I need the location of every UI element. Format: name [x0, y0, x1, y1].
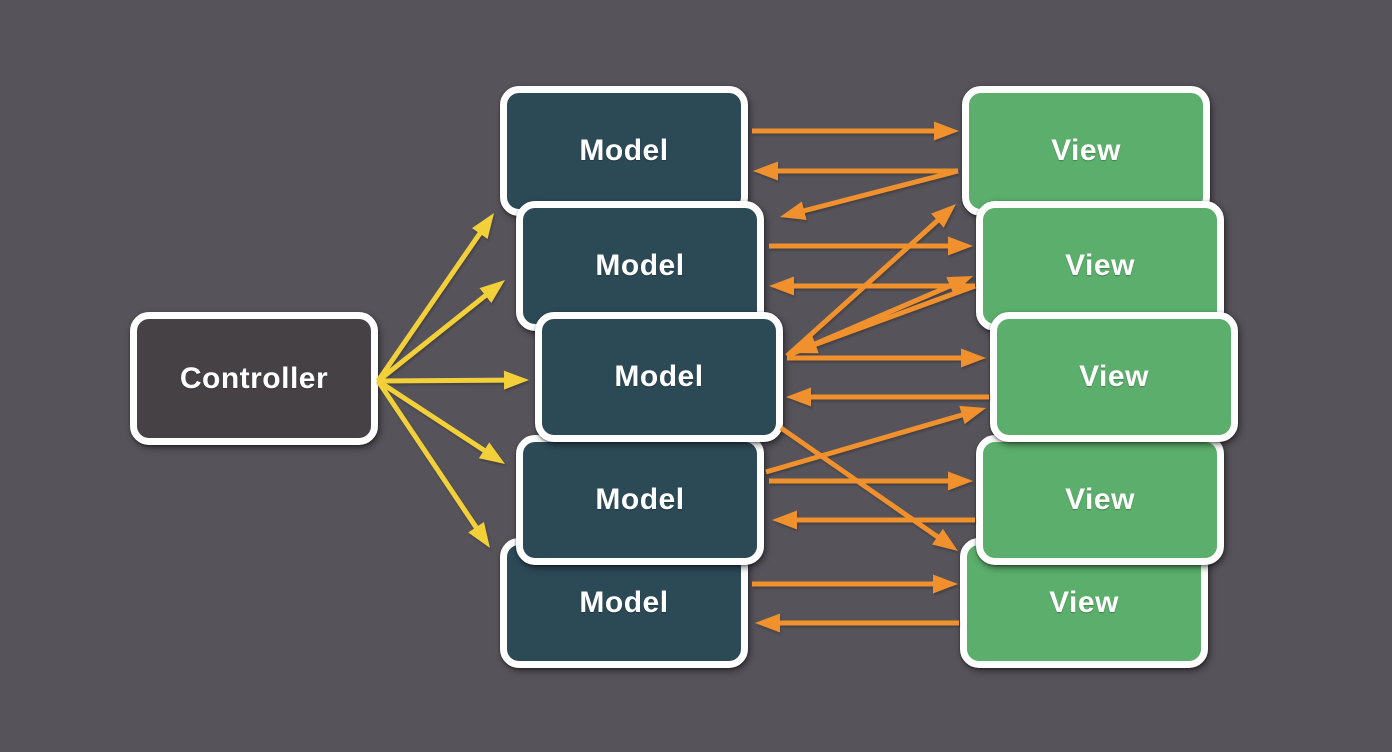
arrow-view-4-to-model-4: [772, 510, 975, 530]
model-5-label: Model: [579, 586, 669, 619]
view-2-box: View: [976, 201, 1224, 331]
arrow-view-1-to-model-2: [780, 168, 959, 220]
view-1-box: View: [962, 86, 1210, 216]
arrow-model-1-to-view-1: [752, 121, 959, 141]
controller-box: Controller: [130, 312, 378, 445]
arrow-view-1-to-model-1: [753, 161, 958, 181]
arrow-model-3-to-view-3: [787, 348, 986, 368]
arrow-model-3-to-view-5: [779, 425, 958, 551]
model-1-label: Model: [579, 134, 669, 167]
arrow-controller-to-model-5: [375, 379, 490, 548]
arrow-model-3-to-view-1: [785, 204, 956, 358]
view-3-box: View: [990, 312, 1238, 442]
controller-label: Controller: [179, 361, 329, 395]
view-2-label: View: [1065, 249, 1135, 282]
arrow-model-5-to-view-5: [752, 574, 958, 594]
arrow-controller-to-model-2: [376, 280, 505, 383]
arrow-model-4-to-view-3: [765, 405, 986, 475]
model-3-box: Model: [535, 312, 783, 442]
arrow-view-5-to-model-5: [755, 613, 959, 633]
arrow-controller-to-model-3: [377, 370, 529, 390]
model-2-box: Model: [516, 201, 764, 331]
arrow-model-3-to-view-2: [786, 276, 973, 359]
view-5-label: View: [1049, 586, 1119, 619]
arrow-model-2-to-view-2: [769, 236, 973, 256]
arrow-view-3-to-model-3: [786, 387, 989, 407]
model-3-label: Model: [614, 360, 704, 393]
arrow-model-4-to-view-4: [769, 471, 973, 491]
model-2-label: Model: [595, 249, 685, 282]
arrow-controller-to-model-4: [376, 378, 505, 464]
arrow-controller-to-model-1: [375, 213, 494, 383]
view-3-label: View: [1079, 360, 1149, 393]
view-4-label: View: [1065, 483, 1135, 516]
model-4-label: Model: [595, 483, 685, 516]
view-1-label: View: [1051, 134, 1121, 167]
